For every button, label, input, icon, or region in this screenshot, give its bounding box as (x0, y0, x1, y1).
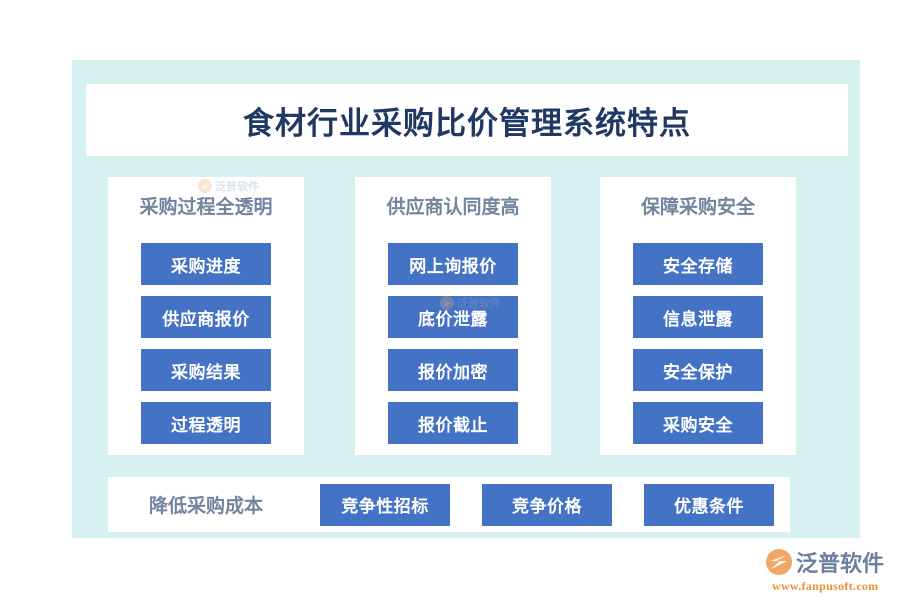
bottom-pill[interactable]: 优惠条件 (644, 483, 774, 526)
bottom-pill[interactable]: 竞争性招标 (320, 483, 450, 526)
feature-pill[interactable]: 信息泄露 (633, 296, 763, 338)
feature-card-2-list: 网上询报价 底价泄露 报价加密 报价截止 (355, 243, 551, 444)
feature-pill[interactable]: 采购进度 (141, 243, 271, 285)
feature-pill[interactable]: 采购安全 (633, 402, 763, 444)
feature-pill[interactable]: 报价加密 (388, 349, 518, 391)
title-banner: 食材行业采购比价管理系统特点 (86, 84, 848, 156)
feature-card-1: 采购过程全透明 采购进度 供应商报价 采购结果 过程透明 (108, 177, 304, 455)
bottom-bar-list: 竞争性招标 竞争价格 优惠条件 (304, 483, 790, 526)
feature-pill[interactable]: 安全存储 (633, 243, 763, 285)
feature-pill[interactable]: 底价泄露 (388, 296, 518, 338)
brand-logo: 泛普软件 www.fanpusoft.com (766, 546, 884, 594)
bottom-bar-label: 降低采购成本 (148, 496, 263, 517)
feature-pill[interactable]: 采购结果 (141, 349, 271, 391)
feature-card-3: 保障采购安全 安全存储 信息泄露 安全保护 采购安全 (600, 177, 796, 455)
feature-pill[interactable]: 安全保护 (633, 349, 763, 391)
feature-pill[interactable]: 报价截止 (388, 402, 518, 444)
feature-card-3-list: 安全存储 信息泄露 安全保护 采购安全 (600, 243, 796, 444)
feature-card-1-list: 采购进度 供应商报价 采购结果 过程透明 (108, 243, 304, 444)
feature-pill[interactable]: 网上询报价 (388, 243, 518, 285)
brand-url: www.fanpusoft.com (772, 579, 879, 593)
page-title: 食材行业采购比价管理系统特点 (243, 105, 691, 141)
feature-card-2-header: 供应商认同度高 (386, 197, 520, 218)
feature-pill[interactable]: 过程透明 (141, 402, 271, 444)
brand-name: 泛普软件 (796, 551, 885, 576)
feature-card-3-header: 保障采购安全 (640, 197, 755, 218)
brand-logo-row: 泛普软件 (766, 546, 884, 578)
bottom-pill[interactable]: 竞争价格 (482, 483, 612, 526)
feature-card-1-header: 采购过程全透明 (139, 197, 273, 218)
feature-pill[interactable]: 供应商报价 (141, 296, 271, 338)
fanpu-logo-icon (766, 549, 792, 575)
bottom-bar: 降低采购成本 竞争性招标 竞争价格 优惠条件 (108, 477, 790, 532)
feature-card-2: 供应商认同度高 网上询报价 底价泄露 报价加密 报价截止 (355, 177, 551, 455)
